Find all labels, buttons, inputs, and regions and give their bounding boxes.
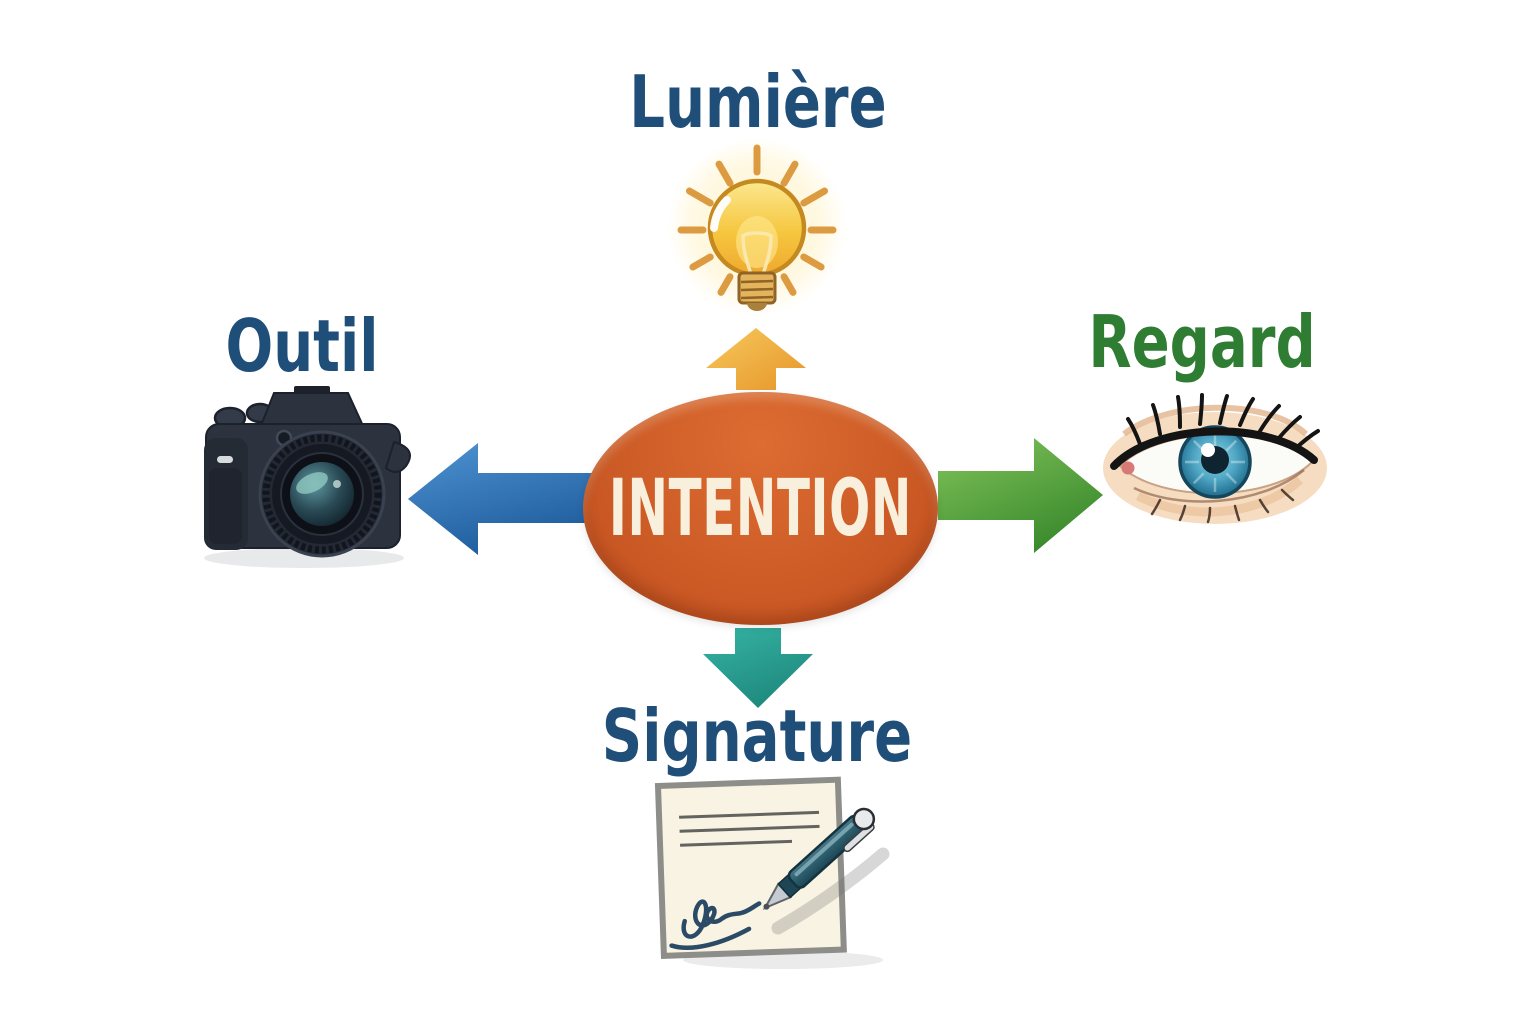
center-node-label: INTENTION [608, 463, 913, 554]
camera-icon [204, 386, 411, 568]
left-arrow-icon [408, 443, 593, 555]
center-node-intention: INTENTION [583, 392, 938, 625]
right-arrow-icon [938, 438, 1103, 553]
label-signature: Signature [601, 694, 913, 778]
label-regard: Regard [1088, 300, 1316, 384]
down-arrow-icon [703, 628, 813, 708]
lightbulb-icon [667, 140, 847, 320]
label-lumiere: Lumière [629, 60, 887, 144]
up-arrow-icon [706, 328, 806, 390]
label-outil: Outil [225, 304, 379, 388]
eye-icon [1103, 393, 1327, 524]
signed-document-icon [654, 776, 890, 969]
